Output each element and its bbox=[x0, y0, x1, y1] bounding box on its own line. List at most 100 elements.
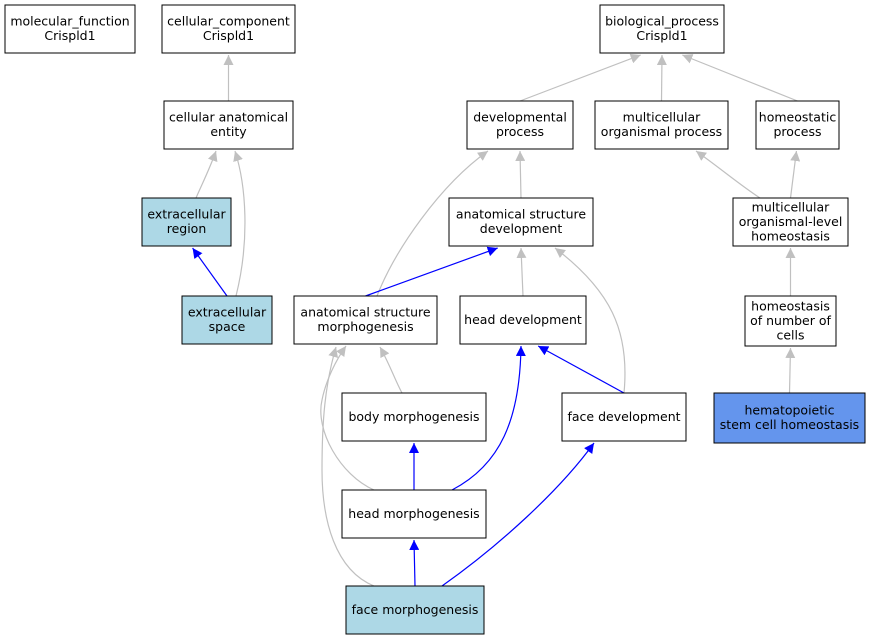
edge-fm-to-hm bbox=[409, 539, 420, 587]
term-box[interactable] bbox=[561, 392, 687, 442]
term-node-hd[interactable]: head development bbox=[459, 295, 587, 345]
term-label-line: homeostasis bbox=[751, 298, 830, 313]
term-label-line: Crispld1 bbox=[44, 28, 95, 43]
term-node-fm[interactable]: face morphogenesis bbox=[345, 585, 485, 635]
term-node-fd[interactable]: face development bbox=[561, 392, 687, 442]
edge-hd-to-asd bbox=[516, 247, 527, 297]
edge-mop-to-bp bbox=[656, 54, 667, 102]
edge-es-to-cae bbox=[233, 150, 246, 297]
term-box[interactable] bbox=[163, 100, 294, 150]
term-label-line: extracellular bbox=[188, 305, 267, 320]
edge-line bbox=[195, 150, 218, 199]
term-box[interactable] bbox=[459, 295, 587, 345]
term-label-line: morphogenesis bbox=[317, 319, 413, 334]
edge-bm-to-asm bbox=[379, 346, 403, 394]
term-box[interactable] bbox=[141, 197, 232, 247]
term-box[interactable] bbox=[4, 4, 136, 54]
edge-line bbox=[695, 150, 761, 199]
edge-dp-to-bp bbox=[519, 53, 641, 102]
term-box[interactable] bbox=[755, 100, 840, 150]
term-label-line: of number of bbox=[750, 313, 831, 328]
term-node-hm[interactable]: head morphogenesis bbox=[341, 489, 487, 539]
edge-line bbox=[515, 150, 526, 199]
term-label-line: process bbox=[773, 124, 821, 139]
term-box[interactable] bbox=[161, 4, 296, 54]
term-label-line: organismal process bbox=[601, 124, 722, 139]
term-label-line: anatomical structure bbox=[456, 207, 586, 222]
term-label-line: cellular_component bbox=[167, 14, 290, 29]
edge-line bbox=[192, 247, 228, 297]
edge-asd-to-dp bbox=[515, 150, 526, 199]
term-box[interactable] bbox=[594, 100, 729, 150]
term-box[interactable] bbox=[341, 489, 487, 539]
edge-hsch-to-hnc bbox=[785, 347, 796, 394]
edge-fd-to-hd bbox=[537, 345, 625, 394]
edge-line bbox=[789, 150, 801, 199]
term-label-line: multicellular bbox=[623, 110, 702, 125]
edge-es-to-er bbox=[192, 247, 228, 297]
edge-line bbox=[451, 345, 526, 491]
term-box[interactable] bbox=[466, 100, 574, 150]
edges-layer bbox=[192, 53, 801, 587]
edge-line bbox=[321, 346, 375, 587]
term-label-line: Crispld1 bbox=[203, 28, 254, 43]
term-label-line: cellular anatomical bbox=[169, 110, 288, 125]
term-box[interactable] bbox=[599, 4, 725, 54]
term-label-line: cells bbox=[776, 327, 804, 342]
edge-line bbox=[379, 346, 403, 394]
edge-er-to-cae bbox=[195, 150, 218, 199]
edge-line bbox=[233, 150, 246, 297]
edge-hm-to-asm bbox=[320, 345, 375, 491]
nodes-layer: molecular_functionCrispld1cellular_compo… bbox=[4, 4, 866, 635]
edge-line bbox=[785, 347, 796, 394]
term-label-line: multicellular bbox=[752, 199, 831, 214]
term-label-line: stem cell homeostasis bbox=[720, 417, 859, 432]
term-label-line: body morphogenesis bbox=[348, 409, 479, 424]
edge-line bbox=[376, 150, 489, 297]
term-box[interactable] bbox=[713, 392, 866, 444]
edge-line bbox=[537, 345, 625, 394]
term-label-line: space bbox=[209, 319, 246, 334]
term-node-bm[interactable]: body morphogenesis bbox=[341, 392, 487, 442]
term-box[interactable] bbox=[345, 585, 485, 635]
term-label-line: Crispld1 bbox=[636, 28, 687, 43]
term-label-line: head morphogenesis bbox=[348, 506, 479, 521]
edge-fm-to-fd bbox=[441, 442, 595, 587]
edge-molh-to-mop bbox=[695, 150, 761, 199]
term-label-line: molecular_function bbox=[10, 14, 129, 29]
term-label-line: anatomical structure bbox=[300, 305, 430, 320]
edge-fm-to-asm bbox=[321, 346, 375, 587]
term-label-line: head development bbox=[464, 312, 582, 327]
term-box[interactable] bbox=[448, 197, 594, 247]
term-label-line: organismal-level bbox=[739, 214, 843, 229]
edge-line bbox=[516, 247, 527, 297]
term-box[interactable] bbox=[744, 295, 837, 347]
term-label-line: development bbox=[480, 221, 563, 236]
term-box[interactable] bbox=[293, 295, 438, 345]
term-label-line: homeostasis bbox=[751, 228, 830, 243]
edge-line bbox=[320, 345, 375, 491]
edge-asm-to-asd bbox=[365, 246, 498, 297]
edge-line bbox=[554, 247, 626, 394]
term-box[interactable] bbox=[732, 197, 849, 247]
term-label-line: developmental bbox=[473, 110, 567, 125]
term-box[interactable] bbox=[341, 392, 487, 442]
term-box[interactable] bbox=[181, 295, 273, 345]
edge-hm-to-hd bbox=[451, 345, 526, 491]
edge-line bbox=[409, 539, 420, 587]
